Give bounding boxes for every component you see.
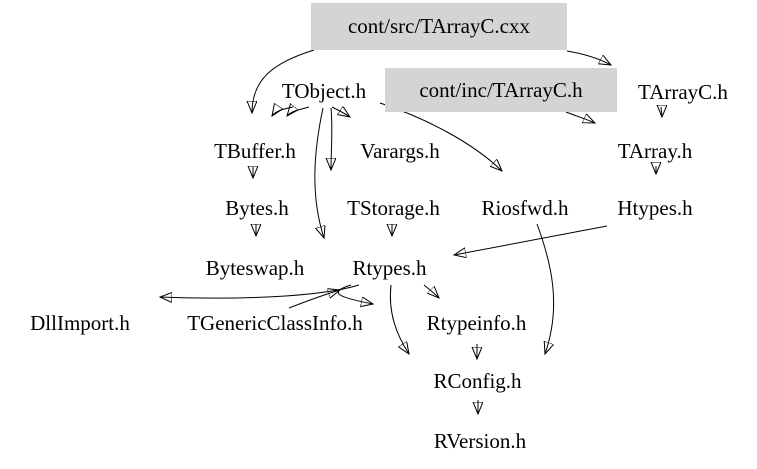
edge-rtypes-dllimport (160, 284, 360, 298)
edge-tobject-varargs (331, 107, 350, 117)
edge-rtypes-rconfig (389, 284, 409, 354)
node-cont-inc-tarrayc-h[interactable]: cont/inc/TArrayC.h (385, 68, 617, 112)
node-rversion-h[interactable]: RVersion.h (433, 429, 527, 453)
node-rtypeinfo-h[interactable]: Rtypeinfo.h (426, 311, 527, 335)
node-rconfig-h[interactable]: RConfig.h (433, 369, 522, 393)
edge-riosfwd-rconfig (536, 223, 555, 354)
node-tbuffer-h[interactable]: TBuffer.h (214, 139, 296, 163)
edge-rtypes-rtypeinfo (423, 284, 439, 298)
node-htypes-h[interactable]: Htypes.h (617, 196, 693, 220)
edge-tarrayccxx-tbuffer (252, 49, 315, 113)
edge-tobject-tstorage (331, 107, 332, 170)
edge-rtypes-tgci (337, 284, 373, 304)
node-tstorage-h[interactable]: TStorage.h (347, 196, 440, 220)
node-tarrayc-h[interactable]: TArrayC.h (638, 80, 728, 104)
node-tarrayc-cxx[interactable]: cont/src/TArrayC.cxx (311, 3, 567, 50)
edge-tobject-tbuffer-a (272, 107, 294, 116)
edge-htypes-rtypes (454, 225, 608, 255)
edge-tobject-tbuffer-b (287, 107, 310, 116)
node-tgenericclassinfo-h[interactable]: TGenericClassInfo.h (187, 311, 363, 335)
edge-tarraycinc-tarray (565, 111, 595, 123)
node-tarray-h[interactable]: TArray.h (617, 139, 693, 163)
node-rtypes-h[interactable]: Rtypes.h (352, 256, 427, 280)
edge-tobject-rtypes (314, 107, 324, 238)
node-varargs-h[interactable]: Varargs.h (360, 139, 440, 163)
node-riosfwd-h[interactable]: Riosfwd.h (481, 196, 569, 220)
edge-tarrayccxx-tarrayc (566, 50, 611, 65)
edge-tarrayc-tarray (661, 107, 662, 117)
node-byteswap-h[interactable]: Byteswap.h (205, 256, 305, 280)
node-dllimport-h[interactable]: DllImport.h (30, 311, 130, 335)
node-bytes-h[interactable]: Bytes.h (225, 196, 289, 220)
node-tobject-h[interactable]: TObject.h (281, 79, 367, 103)
edge-tgci-rtypes (288, 290, 340, 309)
